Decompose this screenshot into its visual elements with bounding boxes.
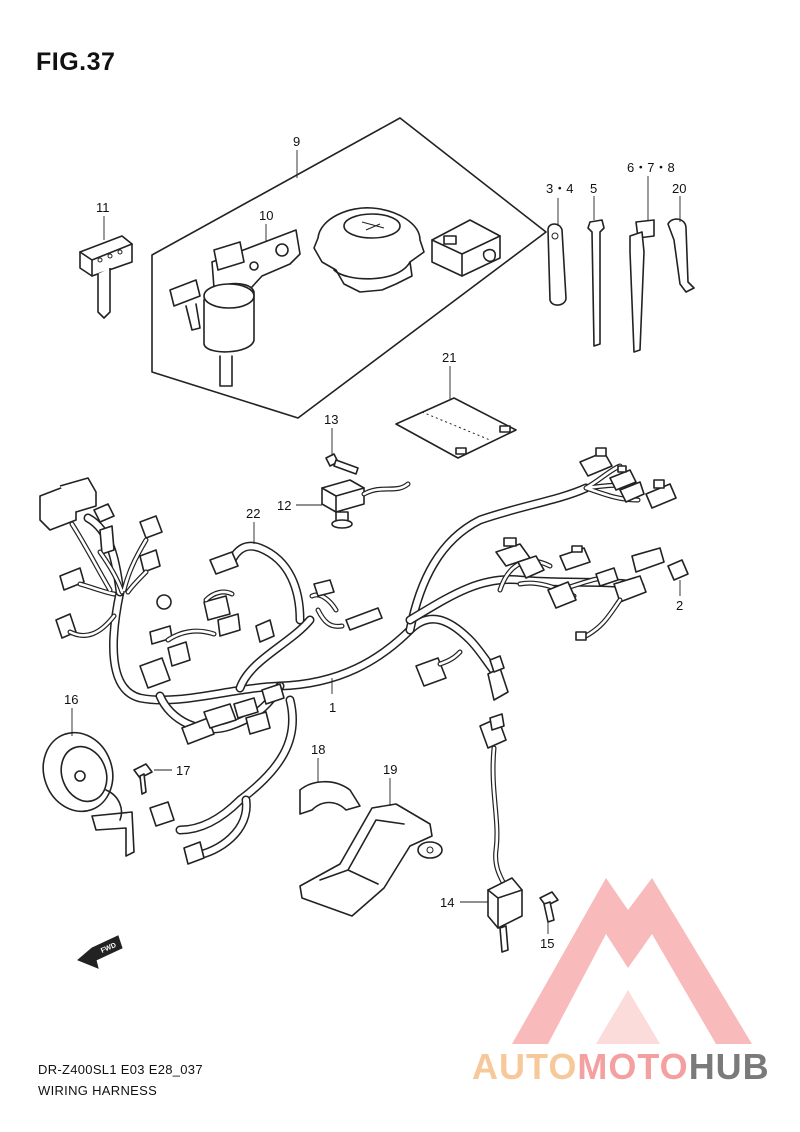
callout-10: 10 [259,208,273,223]
callout-15: 15 [540,936,554,951]
watermark-text-moto: MOTO [577,1046,689,1087]
clamp-20 [667,218,695,293]
callout-13: 13 [324,412,338,427]
fuel-cap [313,207,425,293]
callout-11: 11 [96,200,110,215]
watermark-logo [512,878,752,1044]
fwd-arrow: FWD [77,935,123,969]
figure-title: FIG.37 [36,48,116,76]
callout-14: 14 [440,895,454,910]
callout-22: 22 [246,506,260,521]
callout-20: 20 [672,181,686,196]
watermark-text-auto: AUTO [472,1046,578,1087]
bracket-18 [299,780,361,815]
leader-lines [71,150,681,934]
label-sheet [395,397,517,459]
kit-outline [151,117,547,419]
clamp-3-4 [547,223,567,306]
callout-18: 18 [311,742,325,757]
callout-2: 2 [676,598,683,613]
ignition-kit-box [151,117,547,419]
callout-3-4: 3・4 [546,181,573,196]
footer-model-code: DR-Z400SL1 E03 E28_037 [38,1062,203,1077]
bolt-15 [539,891,559,923]
watermark-text: AUTOMOTOHUB [472,1046,770,1088]
bolt-17 [133,763,153,795]
callout-21: 21 [442,350,456,365]
seat-lock-housing [431,219,501,277]
ignition-key [79,235,133,319]
sensor-14 [479,713,523,953]
footer-section-name: WIRING HARNESS [38,1083,158,1098]
callout-1: 1 [329,700,336,715]
ignition-switch [169,229,301,387]
horn [42,731,135,857]
callout-5: 5 [590,181,597,196]
harness-clamps [547,218,695,353]
harness-connectors [39,447,689,865]
main-wiring-harness [83,483,645,861]
callout-6-7-8: 6・7・8 [627,160,675,175]
relay-bracket [321,453,411,529]
callout-9: 9 [293,134,300,149]
callout-17: 17 [176,763,190,778]
callout-16: 16 [64,692,78,707]
bracket-19 [299,803,443,917]
tie-5 [587,219,605,347]
callout-12: 12 [277,498,291,513]
callout-19: 19 [383,762,397,777]
callout-labels: 1 2 3・4 5 6・7・8 9 10 11 12 13 14 15 16 1… [64,134,686,951]
watermark-text-hub: HUB [688,1046,770,1087]
tie-6-7-8 [629,231,645,353]
